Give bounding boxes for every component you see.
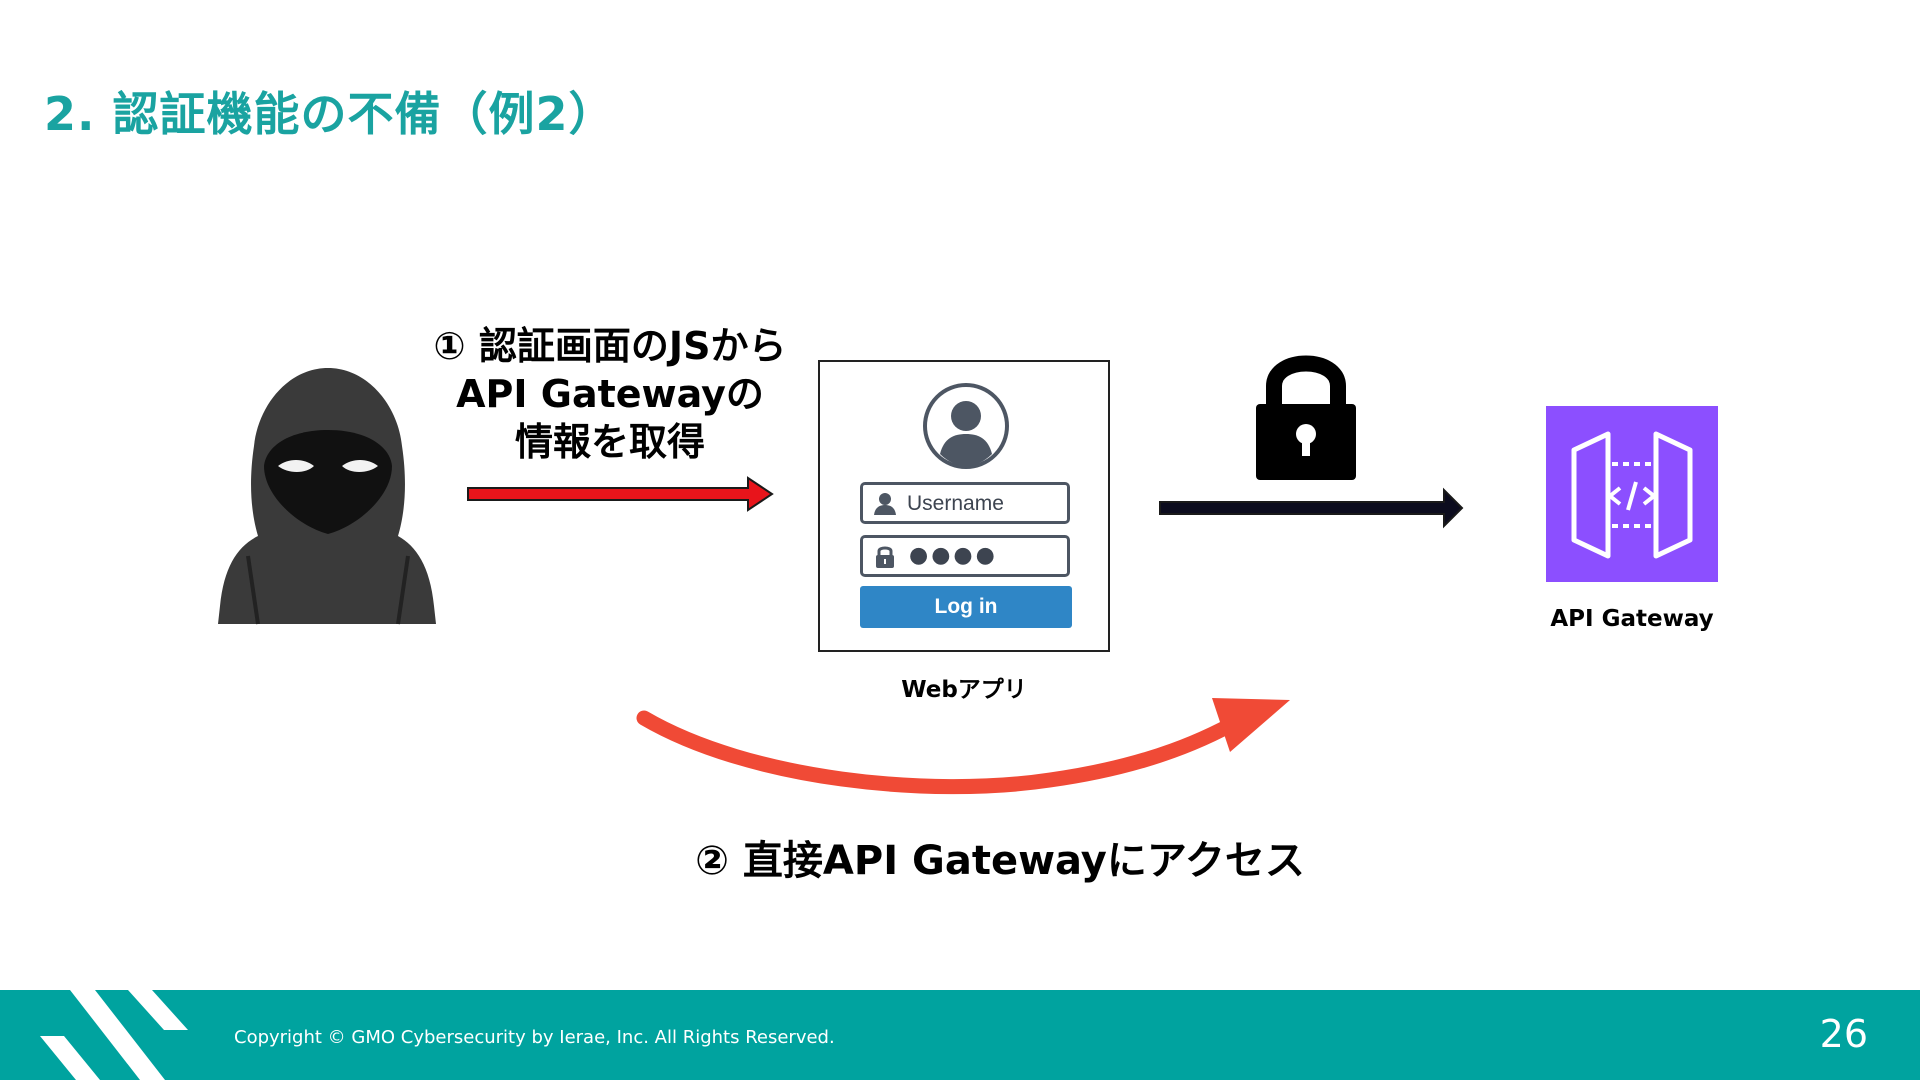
api-gateway-symbol-icon	[1571, 431, 1693, 559]
step1-arrow	[467, 476, 774, 512]
step2-label: ② 直接API Gatewayにアクセス	[695, 838, 1305, 884]
blocked-path-arrow	[1159, 487, 1464, 529]
user-avatar-icon	[923, 383, 1009, 469]
footer-bar: Copyright © GMO Cybersecurity by Ierae, …	[0, 990, 1920, 1080]
padlock-icon	[1256, 355, 1356, 480]
password-mask: ●●●●	[909, 543, 998, 568]
footer-copyright: Copyright © GMO Cybersecurity by Ierae, …	[234, 1027, 835, 1048]
slide-title: 2. 認証機能の不備（例2）	[44, 87, 616, 141]
api-gateway-icon	[1546, 406, 1718, 582]
hacker-icon	[218, 368, 436, 625]
padlock-small-icon	[876, 546, 894, 568]
user-icon	[874, 493, 896, 515]
username-field[interactable]: Username	[860, 482, 1070, 524]
step1-label: ① 認証画面のJSから API Gatewayの 情報を取得	[400, 322, 820, 466]
username-placeholder: Username	[907, 492, 1004, 515]
api-gateway-caption: API Gateway	[1550, 606, 1714, 632]
password-field[interactable]: ●●●●	[860, 535, 1070, 577]
page-number: 26	[1819, 1012, 1868, 1056]
step1-line-1: ① 認証画面のJSから	[433, 324, 787, 368]
step1-line-3: 情報を取得	[514, 420, 705, 464]
login-button[interactable]: Log in	[860, 586, 1072, 628]
step1-line-2: API Gatewayの	[456, 372, 764, 416]
webapp-login-window: Username ●●●● Log in	[818, 360, 1110, 652]
direct-access-curve-arrow	[636, 698, 1290, 795]
webapp-caption: Webアプリ	[901, 677, 1027, 703]
footer-stripes-logo	[40, 990, 188, 1080]
